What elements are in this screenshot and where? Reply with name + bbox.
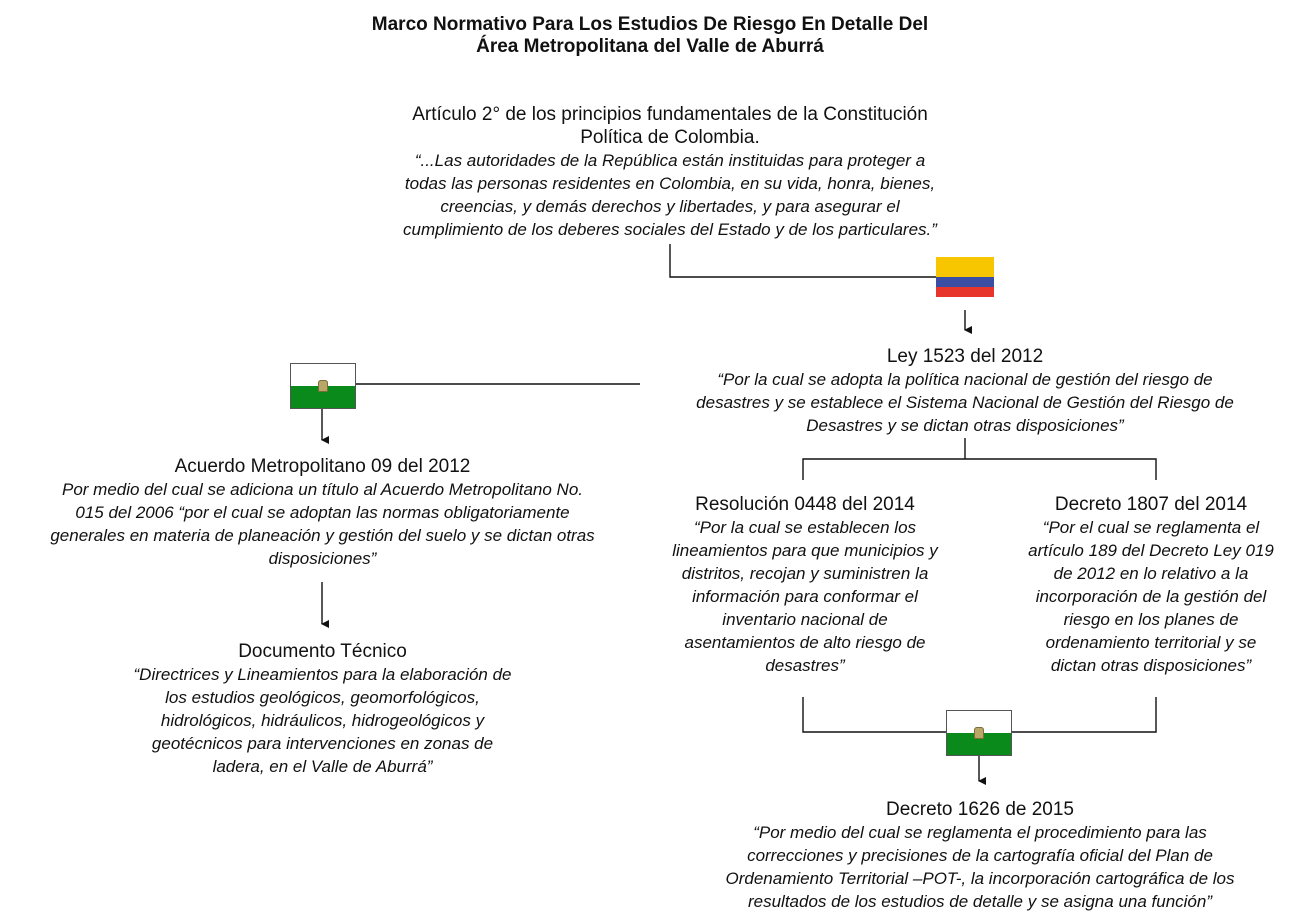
- node-quote-line: los estudios geológicos, geomorfológicos…: [165, 688, 480, 707]
- node-quote-line: inventario nacional de: [722, 610, 888, 629]
- node-quote-line: generales en materia de planeación y ges…: [50, 526, 595, 545]
- node-quote-line: hidrológicos, hidráulicos, hidrogeológic…: [160, 711, 485, 730]
- node-quote-line: “Por el cual se reglamenta el: [1042, 518, 1260, 537]
- seal-icon: [318, 380, 328, 392]
- node-quote-line: “Directrices y Lineamientos para la elab…: [133, 665, 512, 684]
- node-quote-line: “Por la cual se establecen los: [693, 518, 917, 537]
- node-heading: Resolución 0448 del 2014: [695, 494, 915, 515]
- node-quote-line: disposiciones”: [268, 549, 377, 568]
- colombia-flag-icon: [936, 257, 994, 297]
- node-quote-line: resultados de los estudios de detalle y …: [747, 892, 1213, 911]
- diagram-title: Marco Normativo Para Los Estudios De Rie…: [250, 14, 1050, 58]
- valle-aburra-flag-icon: [946, 710, 1012, 756]
- node-quote-line: incorporación de la gestión del: [1035, 587, 1267, 606]
- node-resolucion-0448: Resolución 0448 del 2014 “Por la cual se…: [640, 493, 970, 677]
- node-heading: Ley 1523 del 2012: [886, 346, 1044, 367]
- node-heading: Documento Técnico: [238, 641, 407, 662]
- node-quote-line: ladera, en el Valle de Aburrá”: [212, 757, 433, 776]
- connector-constitution-to-colombia: [669, 244, 936, 278]
- node-quote-line: correcciones y precisiones de la cartogr…: [747, 846, 1213, 865]
- node-heading: Decreto 1807 del 2014: [1054, 494, 1248, 515]
- node-quote-line: asentamientos de alto riesgo de: [684, 633, 926, 652]
- node-acuerdo-metropolitano: Acuerdo Metropolitano 09 del 2012 Por me…: [0, 455, 645, 570]
- node-quote-line: Por medio del cual se adiciona un título…: [61, 480, 583, 499]
- node-quote-line: lineamientos para que municipios y: [672, 541, 938, 560]
- title-line-2: Área Metropolitana del Valle de Aburrá: [476, 36, 824, 57]
- node-quote-line: desastres y se establece el Sistema Naci…: [696, 393, 1234, 412]
- node-quote-line: “...Las autoridades de la República está…: [414, 151, 926, 170]
- node-heading: Política de Colombia.: [580, 127, 760, 148]
- node-quote-line: información para conformar el: [692, 587, 918, 606]
- node-heading: Decreto 1626 de 2015: [885, 799, 1075, 820]
- node-constitucion: Artículo 2° de los principios fundamenta…: [330, 103, 1010, 241]
- node-documento-tecnico: Documento Técnico “Directrices y Lineami…: [90, 640, 555, 778]
- valle-aburra-flag-icon: [290, 363, 356, 409]
- node-quote-line: Ordenamiento Territorial –POT-, la incor…: [725, 869, 1235, 888]
- connector-merge-to-aburra-flag: [802, 697, 946, 733]
- node-heading: Artículo 2° de los principios fundamenta…: [412, 104, 928, 125]
- node-quote-line: riesgo en los planes de: [1063, 610, 1239, 629]
- node-quote-line: ordenamiento territorial y se: [1045, 633, 1257, 652]
- seal-icon: [974, 727, 984, 739]
- node-quote-line: dictan otras disposiciones”: [1050, 656, 1252, 675]
- node-decreto-1626: Decreto 1626 de 2015 “Por medio del cual…: [660, 798, 1299, 913]
- node-quote-line: todas las personas residentes en Colombi…: [404, 174, 936, 193]
- node-decreto-1807: Decreto 1807 del 2014 “Por el cual se re…: [1003, 493, 1299, 677]
- node-quote-line: de 2012 en lo relativo a la: [1053, 564, 1249, 583]
- node-ley-1523: Ley 1523 del 2012 “Por la cual se adopta…: [620, 345, 1299, 437]
- node-quote-line: “Por la cual se adopta la política nacio…: [717, 370, 1213, 389]
- node-quote-line: distritos, recojan y suministren la: [681, 564, 929, 583]
- node-heading: Acuerdo Metropolitano 09 del 2012: [174, 456, 471, 477]
- node-quote-line: geotécnicos para intervenciones en zonas…: [151, 734, 494, 753]
- node-quote-line: desastres”: [765, 656, 845, 675]
- node-quote-line: artículo 189 del Decreto Ley 019: [1028, 541, 1274, 560]
- connector-ley-branch: [802, 458, 1157, 480]
- connector-merge-from-decreto1807: [1012, 697, 1157, 733]
- node-quote-line: 015 del 2006 “por el cual se adoptan las…: [75, 503, 570, 522]
- title-line-1: Marco Normativo Para Los Estudios De Rie…: [371, 14, 929, 35]
- node-quote-line: creencias, y demás derechos y libertades…: [440, 197, 900, 216]
- node-quote-line: “Por medio del cual se reglamenta el pro…: [753, 823, 1207, 842]
- node-quote-line: cumplimiento de los deberes sociales del…: [403, 220, 937, 239]
- node-quote-line: Desastres y se dictan otras disposicione…: [806, 416, 1124, 435]
